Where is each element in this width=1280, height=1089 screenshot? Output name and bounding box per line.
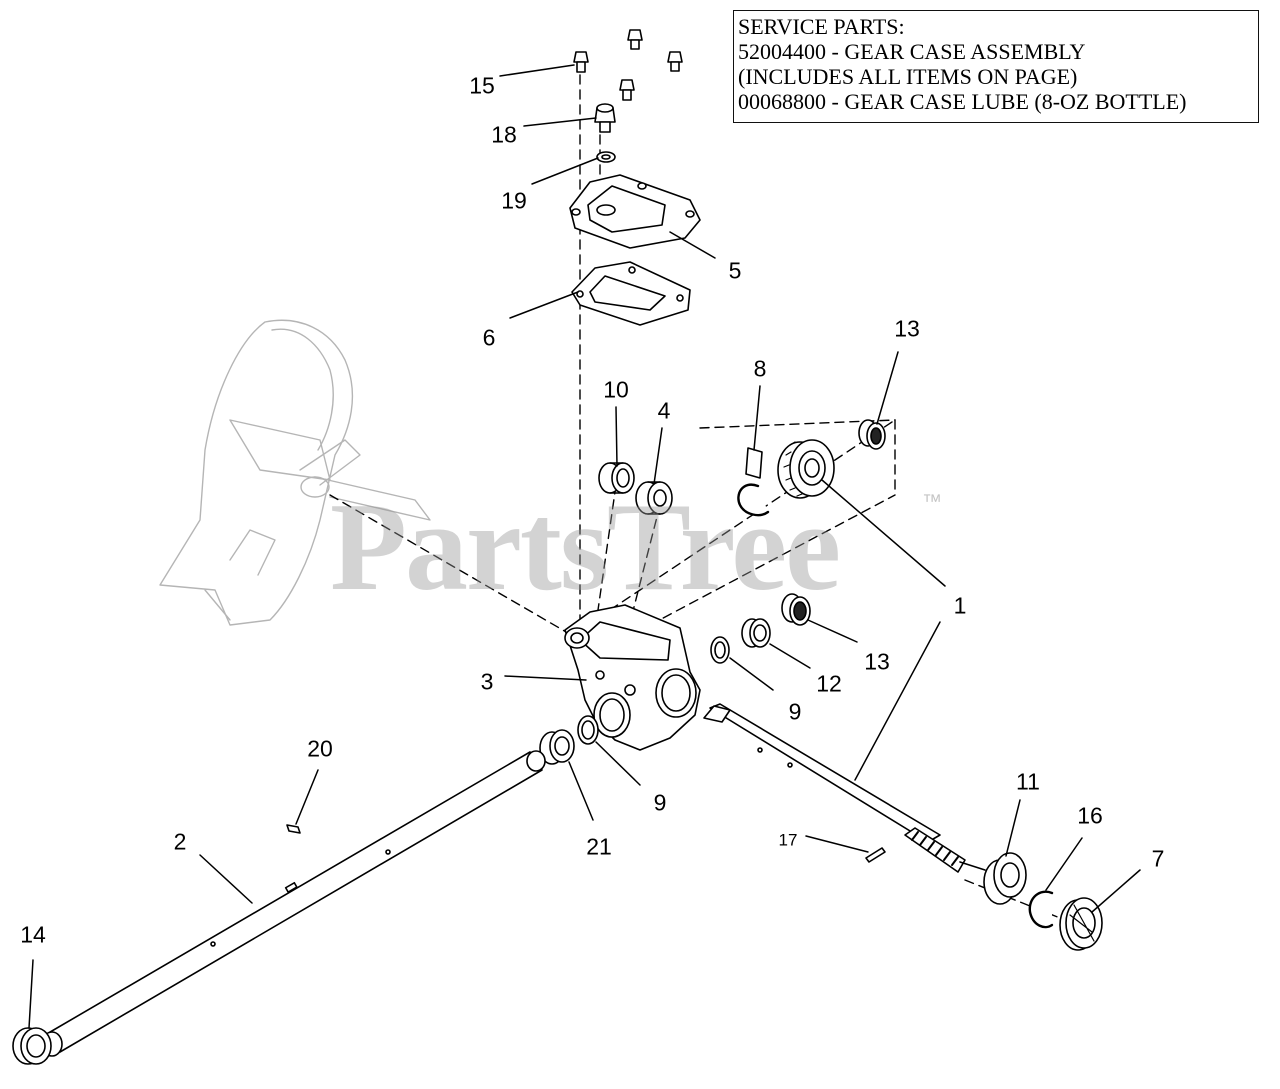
callout-1: 1 (953, 592, 967, 619)
bolt-parts (573, 29, 683, 101)
auger-housing-ghost (159, 319, 431, 626)
gasket-part (571, 261, 691, 326)
callout-10: 10 (603, 376, 629, 403)
callout-11: 11 (1016, 768, 1040, 795)
plug-and-washer (594, 103, 616, 163)
callout-19: 19 (501, 187, 527, 214)
gear-case-housing (564, 604, 701, 751)
callout-18: 18 (491, 121, 517, 148)
trademark-symbol: ™ (922, 491, 942, 513)
bearing-upper (858, 419, 886, 450)
service-box-line: SERVICE PARTS: (738, 14, 905, 39)
callout-7: 7 (1151, 845, 1165, 872)
callout-16: 16 (1077, 802, 1103, 829)
callout-17: 17 (778, 830, 798, 850)
callout-8: 8 (753, 355, 767, 382)
cover-part (569, 174, 701, 249)
shaft-washers (577, 593, 811, 745)
callout-5: 5 (728, 257, 742, 284)
shaft-end-parts (983, 852, 1103, 951)
callout-20: 20 (307, 735, 333, 762)
auger-bearing (539, 729, 575, 765)
gear-assembly (737, 439, 835, 517)
callout-14: 14 (20, 921, 46, 948)
roll-pin (865, 847, 886, 863)
end-bearing (12, 1027, 52, 1065)
leader-lines (28, 64, 1141, 1029)
callout-4: 4 (657, 397, 671, 424)
auger-shaft (41, 750, 546, 1057)
impeller-shaft (703, 703, 986, 873)
callout-15: 15 (469, 72, 495, 99)
service-parts-box: SERVICE PARTS: 52004400 - GEAR CASE ASSE… (733, 10, 1259, 123)
callout-9-lower: 9 (653, 789, 667, 816)
callout-9-right: 9 (788, 698, 802, 725)
callout-3: 3 (480, 668, 494, 695)
callout-12: 12 (816, 670, 842, 697)
service-box-line: (INCLUDES ALL ITEMS ON PAGE) (738, 64, 1078, 89)
bushing-parts (598, 462, 673, 515)
callout-2: 2 (173, 828, 187, 855)
service-box-line: 52004400 - GEAR CASE ASSEMBLY (738, 39, 1086, 64)
callout-13-lower: 13 (864, 648, 890, 675)
shear-pin (286, 824, 301, 834)
callout-21: 21 (586, 833, 612, 860)
callout-6: 6 (482, 324, 496, 351)
service-box-line: 00068800 - GEAR CASE LUBE (8-OZ BOTTLE) (738, 89, 1187, 114)
callout-13-upper: 13 (894, 315, 920, 342)
